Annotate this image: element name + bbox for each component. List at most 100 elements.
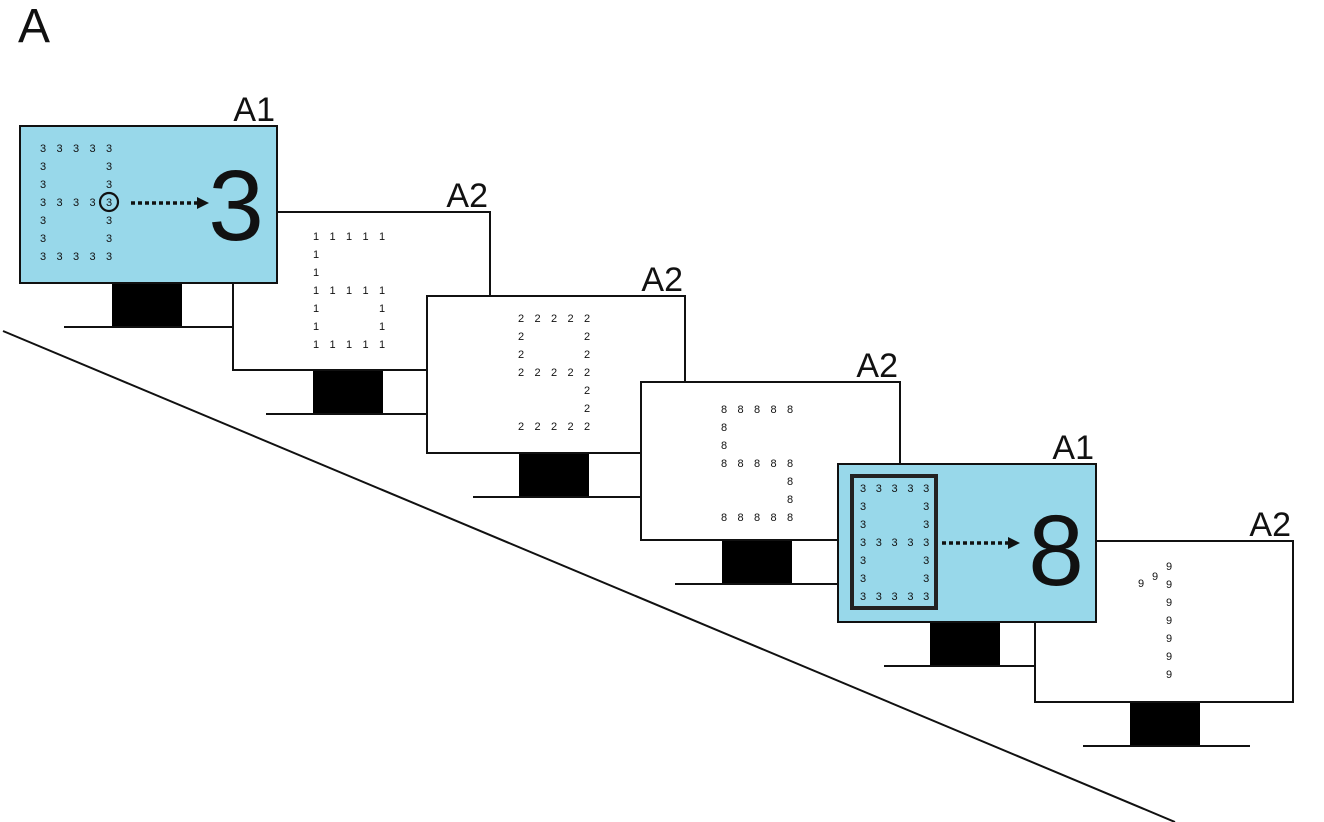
local-digit: 3: [860, 573, 866, 585]
local-digit: 8: [770, 404, 776, 416]
local-digit: 1: [346, 285, 352, 297]
monitor-stand: [112, 283, 182, 327]
local-digit: 2: [567, 421, 573, 433]
local-digit: 1: [379, 339, 385, 351]
local-digit: 3: [40, 161, 46, 173]
local-digit: 3: [40, 179, 46, 191]
local-digit: 2: [584, 385, 590, 397]
local-digit: 1: [329, 285, 335, 297]
local-digit: 8: [770, 458, 776, 470]
local-digit: 1: [313, 285, 319, 297]
local-digit: 2: [567, 367, 573, 379]
local-digit: 3: [106, 179, 112, 191]
local-digit: 1: [313, 231, 319, 243]
panel-label: A: [18, 0, 50, 53]
local-digit: 3: [56, 251, 62, 263]
local-digit: 8: [721, 458, 727, 470]
local-digit: 8: [754, 458, 760, 470]
local-digit: 1: [329, 231, 335, 243]
local-digit: 3: [876, 483, 882, 495]
local-digit: 3: [106, 251, 112, 263]
monitor-stand: [930, 622, 1000, 666]
monitor-label: A1: [233, 91, 275, 129]
local-digit: 9: [1138, 578, 1144, 590]
local-digit: 3: [73, 251, 79, 263]
local-digit: 2: [551, 421, 557, 433]
local-digit: 9: [1166, 561, 1172, 573]
local-digit: 2: [518, 421, 524, 433]
local-digit: 1: [346, 339, 352, 351]
local-digit: 3: [923, 537, 929, 549]
local-digit: 3: [923, 555, 929, 567]
monitor-label: A2: [1249, 506, 1291, 544]
local-digit: 3: [40, 215, 46, 227]
local-digit: 8: [737, 458, 743, 470]
response-digit: 8: [1028, 495, 1084, 607]
local-digit: 1: [379, 285, 385, 297]
local-digit: 8: [787, 494, 793, 506]
local-digit: 3: [40, 143, 46, 155]
local-digit: 8: [721, 512, 727, 524]
local-digit: 1: [346, 231, 352, 243]
local-digit: 3: [923, 591, 929, 603]
local-digit: 3: [89, 197, 95, 209]
monitor-stand: [722, 540, 792, 584]
arrow-head-icon: [197, 197, 209, 209]
local-digit: 3: [907, 591, 913, 603]
local-digit: 8: [721, 404, 727, 416]
local-digit: 3: [923, 483, 929, 495]
local-digit: 3: [73, 143, 79, 155]
local-digit: 1: [379, 303, 385, 315]
local-digit: 3: [106, 161, 112, 173]
arrow-head-icon: [1008, 537, 1020, 549]
local-digit: 2: [584, 403, 590, 415]
local-digit: 3: [73, 197, 79, 209]
focus-circle: [98, 191, 120, 213]
local-digit: 3: [892, 537, 898, 549]
local-digit: 3: [89, 251, 95, 263]
monitor-label: A1: [1052, 429, 1094, 467]
local-digit: 2: [584, 367, 590, 379]
local-digit: 8: [770, 512, 776, 524]
local-digit: 9: [1166, 669, 1172, 681]
local-digit: 8: [721, 422, 727, 434]
local-digit: 3: [860, 555, 866, 567]
local-digit: 1: [362, 285, 368, 297]
monitor-label: A2: [856, 347, 898, 385]
local-digit: 3: [56, 197, 62, 209]
local-digit: 9: [1166, 651, 1172, 663]
local-digit: 2: [534, 313, 540, 325]
monitor-stand: [519, 453, 589, 497]
local-digit: 1: [379, 321, 385, 333]
local-digit: 2: [518, 313, 524, 325]
local-digit: 1: [313, 303, 319, 315]
local-digit: 3: [860, 519, 866, 531]
local-digit: 8: [787, 476, 793, 488]
local-digit: 8: [737, 512, 743, 524]
local-digit: 1: [313, 249, 319, 261]
local-digit: 3: [106, 233, 112, 245]
local-digit: 8: [754, 512, 760, 524]
local-digit: 9: [1166, 597, 1172, 609]
monitor-label: A2: [641, 261, 683, 299]
local-digit: 1: [313, 339, 319, 351]
monitor-stand: [313, 370, 383, 414]
local-digit: 3: [923, 501, 929, 513]
local-digit: 3: [907, 483, 913, 495]
local-digit: 8: [787, 404, 793, 416]
local-digit: 3: [40, 233, 46, 245]
local-digit: 3: [860, 483, 866, 495]
local-digit: 2: [534, 367, 540, 379]
local-digit: 2: [584, 421, 590, 433]
response-digit: 3: [208, 150, 264, 262]
local-digit: 2: [584, 349, 590, 361]
local-digit: 3: [40, 197, 46, 209]
local-digit: 3: [923, 519, 929, 531]
local-digit: 3: [892, 483, 898, 495]
local-digit: 2: [551, 313, 557, 325]
local-digit: 8: [787, 512, 793, 524]
local-digit: 3: [40, 251, 46, 263]
local-digit: 2: [584, 331, 590, 343]
local-digit: 8: [721, 440, 727, 452]
